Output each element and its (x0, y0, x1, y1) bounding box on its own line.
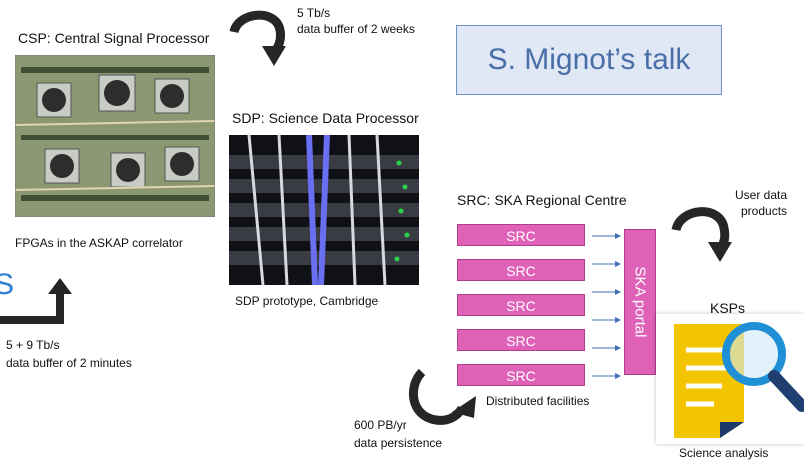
sdp-title: SDP: Science Data Processor (232, 110, 419, 126)
src-box-2: SRC (457, 259, 585, 281)
csp-caption: FPGAs in the ASKAP correlator (15, 236, 183, 250)
src-caption: Distributed facilities (486, 394, 590, 408)
up-bend-arrow-icon (0, 278, 72, 324)
ksp-title: KSPs (710, 300, 746, 316)
csp-title: CSP: Central Signal Processor (18, 30, 210, 46)
top-curved-arrow-icon (229, 10, 286, 66)
left-buffer-label: data buffer of 2 minutes (6, 356, 132, 370)
talk-label: S. Mignot’s talk (487, 43, 691, 76)
user-products-curved-arrow-icon (671, 207, 732, 262)
sdp-photo (229, 135, 419, 285)
edge-letter-fragment: S (0, 268, 15, 301)
user-products-line2: products (741, 204, 788, 218)
sdp-caption: SDP prototype, Cambridge (235, 294, 379, 308)
ksp-caption: Science analysis (679, 446, 769, 460)
ska-portal-label: SKA portal (631, 266, 649, 338)
src-box-4: SRC (457, 329, 585, 351)
left-rate-label: 5 + 9 Tb/s (6, 338, 60, 352)
bottom-rate-label: 600 PB/yr (354, 418, 407, 432)
src-box-5: SRC (457, 364, 585, 386)
top-rate-label: 5 Tb/s (297, 6, 331, 20)
top-buffer-label: data buffer of 2 weeks (297, 22, 415, 36)
talk-reference-box: S. Mignot’s talk (456, 25, 722, 95)
bottom-persistence-label: data persistence (354, 436, 443, 450)
csp-photo (15, 55, 215, 217)
src-portal-connectors (592, 233, 621, 379)
src-title: SRC: SKA Regional Centre (457, 192, 627, 208)
ska-portal-box: SKA portal (624, 229, 656, 375)
bottom-curved-arrow-icon (409, 368, 476, 425)
src-box-3: SRC (457, 294, 585, 316)
src-box-1: SRC (457, 224, 585, 246)
user-products-line1: User data (735, 188, 788, 202)
document-magnifier-icon (674, 322, 804, 438)
science-analysis-card (656, 314, 804, 444)
